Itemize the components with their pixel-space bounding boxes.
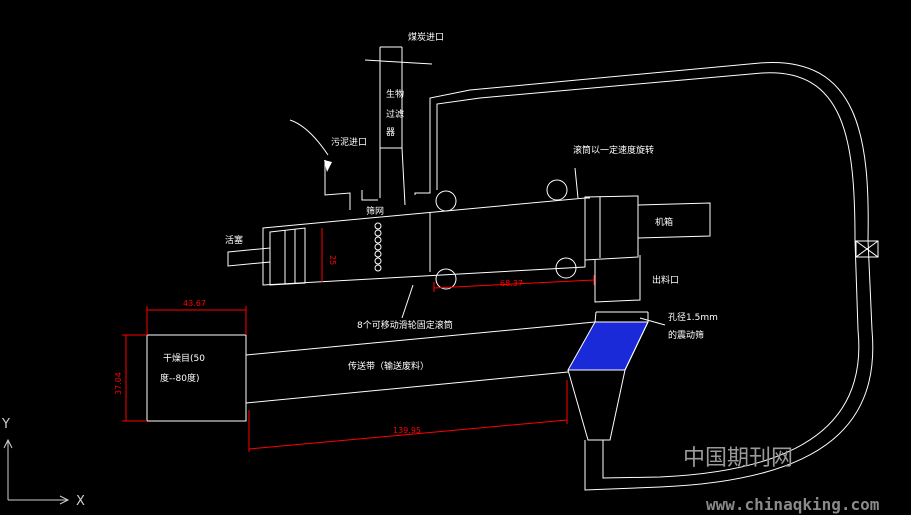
watermark-cn: 中国期刊网 — [683, 446, 793, 471]
label-coal-inlet: 煤炭进口 — [408, 31, 444, 43]
label-drum-rotation: 滚筒以一定速度旋转 — [573, 144, 654, 156]
dim-68-37: 68.37 — [500, 279, 523, 288]
ucs-axis-icon — [3, 438, 70, 505]
axis-label-x: X — [76, 494, 85, 509]
label-conveyor: 传送带（输送废料） — [348, 360, 429, 372]
piston — [227, 227, 306, 286]
label-sludge-inlet: 污泥进口 — [331, 136, 367, 148]
label-bio-filter-3: 器 — [386, 127, 395, 138]
label-vibrating-screen-2: 的震动筛 — [668, 329, 704, 341]
label-dryer-2: 度--80度) — [160, 372, 199, 384]
axis-label-y: Y — [1, 417, 10, 432]
label-rollers: 8个可移动滑轮固定滚筒 — [357, 319, 453, 331]
dryer-box — [146, 334, 247, 422]
rotary-drum — [262, 179, 711, 303]
label-bio-filter-1: 生物 — [386, 88, 404, 100]
dimension-lines — [122, 228, 595, 452]
screen-coils — [374, 222, 382, 272]
dim-43-67: 43.67 — [183, 299, 206, 308]
label-dryer-1: 干燥目(50 — [163, 353, 205, 364]
return-pipe — [414, 62, 879, 491]
label-screen: 筛网 — [366, 205, 384, 217]
sludge-inlet — [289, 119, 378, 210]
sludge-arrow-icon — [324, 160, 332, 172]
conveyor-belt — [245, 321, 596, 404]
label-vibrating-screen-1: 孔径1.5mm — [668, 311, 718, 323]
coal-inlet-pipe — [364, 46, 433, 206]
leader-lines — [401, 167, 666, 326]
label-piston: 活塞 — [225, 234, 243, 246]
watermark-url: www.chinaqking.com — [706, 495, 880, 514]
dim-139-95: 139.95 — [393, 426, 421, 435]
label-bio-filter-2: 过滤 — [386, 108, 404, 120]
dim-37-04: 37.04 — [114, 372, 123, 395]
vibrating-screen — [567, 311, 649, 441]
label-outlet: 出料口 — [652, 274, 679, 286]
dim-25: 25 — [328, 255, 337, 265]
label-motor: 机箱 — [655, 216, 673, 228]
